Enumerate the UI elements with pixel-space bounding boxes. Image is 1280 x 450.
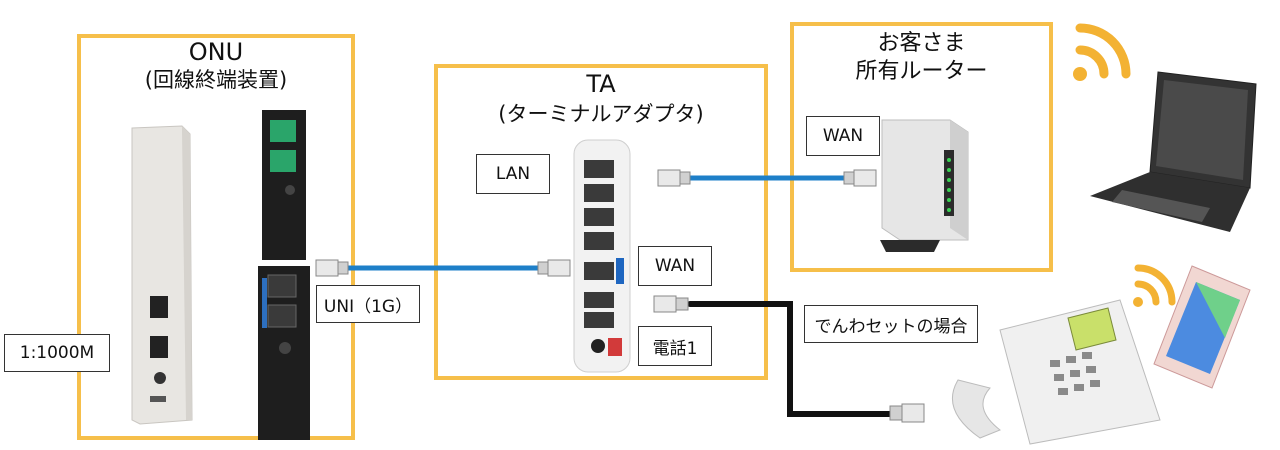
router-icon: [880, 119, 969, 252]
router-wan-label: WAN: [806, 116, 880, 156]
onu-speed-label: 1:1000M: [4, 334, 110, 372]
onu-frame: [77, 34, 355, 440]
router-title-line1: お客さま: [877, 31, 966, 56]
router-frame: [790, 22, 1053, 272]
desk-phone-icon: [951, 299, 1161, 445]
smartphone-icon: [1153, 265, 1251, 389]
router-title-line2: 所有ルーター: [855, 59, 988, 84]
ta-router-lan-cable: [657, 169, 877, 187]
ta-lan-label: LAN: [476, 154, 550, 194]
onu-title: ONU: [188, 38, 244, 66]
onu-device-icon: [131, 125, 193, 425]
ta-title: TA: [586, 70, 616, 98]
onu-port-label: UNI（1G）: [316, 285, 420, 323]
phone-note-label: でんわセットの場合: [804, 305, 978, 343]
ta-device-icon: [573, 139, 631, 373]
onu-ta-lan-cable: [315, 259, 571, 277]
onu-subtitle: (回線終端装置): [144, 68, 288, 92]
wifi-icon: [1073, 23, 1131, 81]
ta-subtitle: (ターミナルアダプタ): [498, 102, 704, 126]
ta-phone-cable: [653, 295, 925, 423]
laptop-icon: [1090, 71, 1257, 232]
onu-back-icon: [258, 110, 310, 440]
ta-frame: [434, 64, 768, 380]
wifi-icon-small: [1133, 264, 1176, 307]
ta-wan-label: WAN: [638, 246, 712, 286]
ta-phone-label: 電話1: [638, 326, 712, 366]
